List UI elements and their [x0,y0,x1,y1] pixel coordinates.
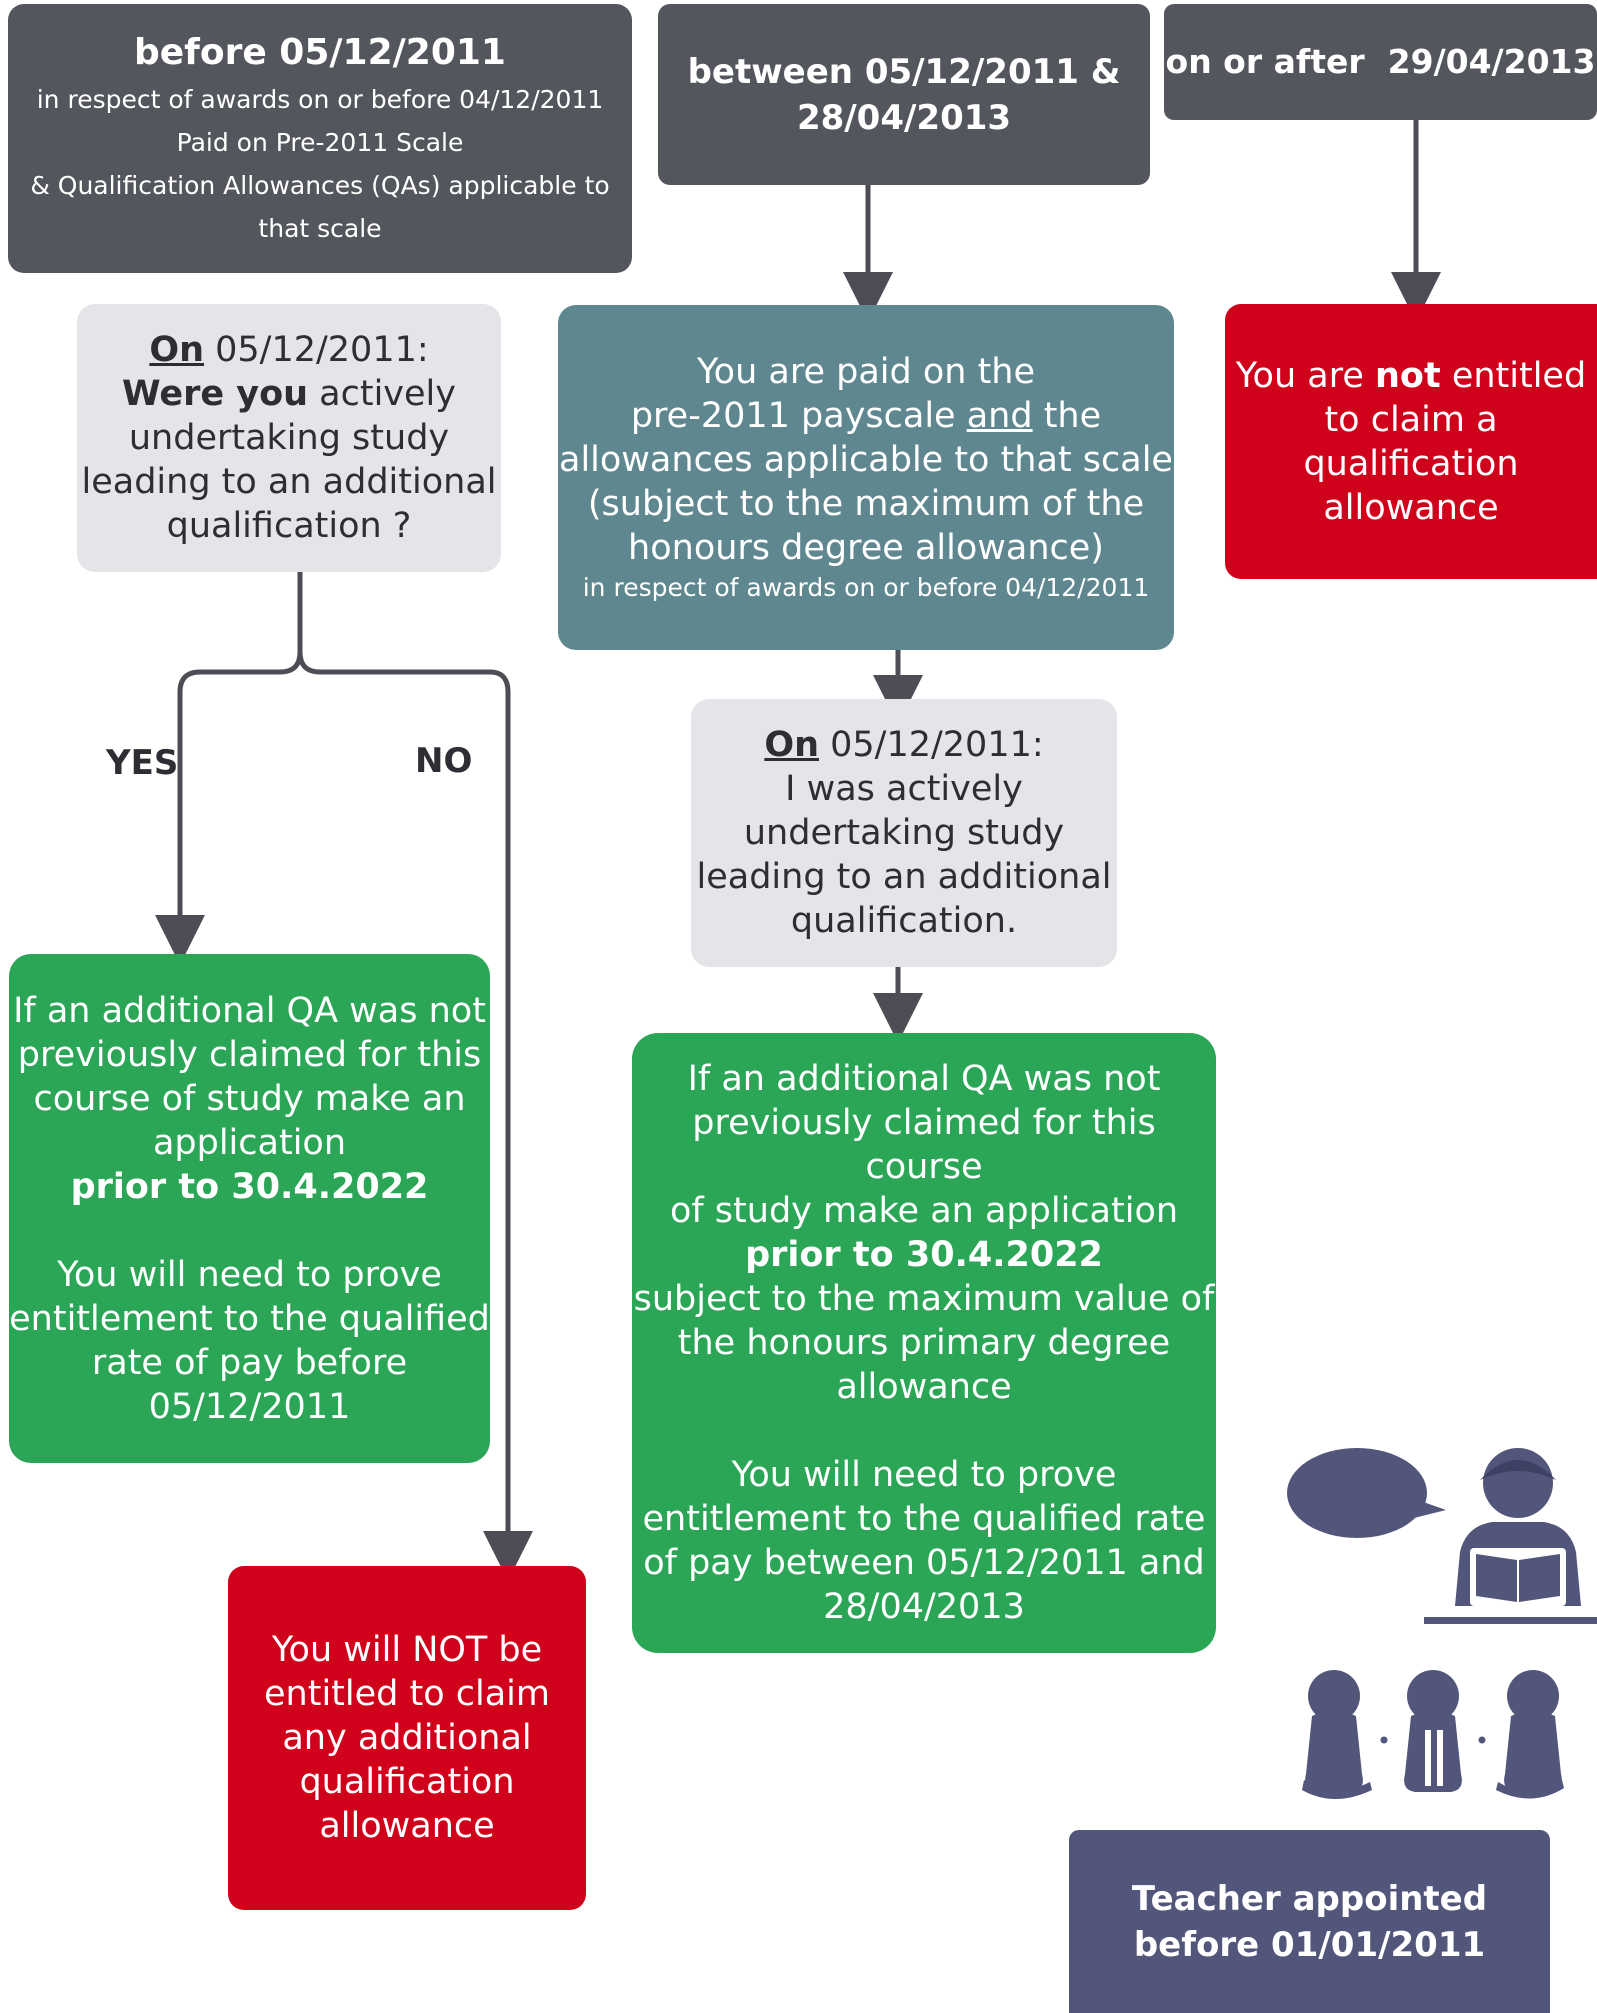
not-entitled-line4: allowance [1323,487,1499,528]
seated-child-icon [1496,1670,1564,1799]
statement-between-on: On [764,725,819,765]
question-before-actively: actively [308,374,456,414]
statement-between: On 05/12/2011: I was actively undertakin… [691,699,1117,967]
between-result-line6: the honours primary degree [677,1323,1171,1363]
no-result-line4: qualification [299,1762,515,1802]
between-result-line11: 28/04/2013 [823,1587,1025,1627]
between-result-line4: prior to 30.4.2022 [745,1235,1103,1275]
no-result-box: You will NOT be entitled to claim any ad… [228,1566,586,1910]
question-before-were-you: Were you [121,374,309,414]
header-between-line1: between 05/12/2011 & [687,51,1121,92]
question-before: On 05/12/2011: Were you actively underta… [77,304,501,572]
header-between-line2: 28/04/2013 [796,97,1012,138]
statement-between-line3: undertaking study [743,813,1065,853]
header-after-title: on or after 29/04/2013 [1165,42,1596,81]
seated-child-icon [1302,1670,1372,1799]
yes-result-line2: previously claimed for this [17,1034,482,1075]
paid-line2-b: the [1032,395,1102,436]
branch-yes-label: YES [106,743,179,783]
not-entitled-line3: qualification [1303,443,1519,484]
paid-line2-and: and [966,395,1033,436]
between-result-line5: subject to the maximum value of [633,1279,1215,1319]
statement-between-line5: qualification. [790,901,1018,941]
between-result-line3: of study make an application [669,1191,1179,1231]
header-before: before 05/12/2011 in respect of awards o… [8,4,632,273]
yes-result-line6: You will need to prove [57,1254,442,1295]
yes-result-line4: application [152,1122,347,1163]
connector-question-no [297,651,533,1581]
statement-between-date: 05/12/2011: [819,725,1044,765]
yes-result-line1: If an additional QA was not [13,990,486,1031]
paid-line3: allowances applicable to that scale [559,439,1173,480]
statement-between-line2: I was actively [785,769,1023,809]
header-before-line1: in respect of awards on or before 04/12/… [36,84,604,114]
not-entitled-line1-not: not [1374,355,1441,396]
no-result-line1: You will NOT be [271,1630,543,1670]
header-after: on or after 29/04/2013 [1164,4,1597,120]
question-before-on: On [149,330,204,370]
header-before-line2: Paid on Pre-2011 Scale [176,127,464,157]
not-entitled-box: You are not entitled to claim a qualific… [1225,304,1597,579]
between-result-line7: allowance [836,1367,1012,1407]
no-result-line3: any additional [282,1718,532,1758]
paid-line5: honours degree allowance) [628,527,1104,568]
yes-result-line7: entitlement to the qualified [9,1298,490,1339]
no-result-line5: allowance [319,1806,495,1846]
paid-line2-a: pre-2011 payscale [630,395,967,436]
teacher-reading-icon [1455,1448,1581,1606]
question-before-line4: leading to an additional [81,462,497,502]
paid-on-pre2011-box: You are paid on the pre-2011 payscale an… [558,305,1174,650]
footer-line2: before 01/01/2011 [1133,1924,1486,1965]
yes-result-line3: course of study make an [33,1078,466,1119]
statement-between-line4: leading to an additional [696,857,1112,897]
branch-no-label: NO [415,741,473,781]
yes-result-line5: prior to 30.4.2022 [70,1166,429,1207]
question-before-date: 05/12/2011: [204,330,429,370]
between-result-line9: entitlement to the qualified rate [642,1499,1206,1539]
footer-teacher-appointed: Teacher appointed before 01/01/2011 [1069,1830,1550,2013]
table-edge [1424,1617,1597,1624]
between-result-line8: You will need to prove [731,1455,1117,1495]
header-before-title: before 05/12/2011 [134,31,506,73]
header-before-line3: & Qualification Allowances (QAs) applica… [30,170,610,200]
yes-result-line9: 05/12/2011 [148,1386,351,1427]
not-entitled-line2: to claim a [1324,399,1498,440]
footer-line1: Teacher appointed [1131,1878,1488,1919]
paid-line1: You are paid on the [696,351,1036,392]
between-result-line1: If an additional QA was not [687,1059,1161,1099]
seated-child-icon [1404,1670,1462,1792]
between-result-line2: previously claimed for this course [692,1103,1156,1187]
paid-line6: in respect of awards on or before 04/12/… [582,572,1150,602]
header-before-line4: that scale [258,213,382,243]
question-before-line3: undertaking study [128,418,450,458]
not-entitled-line1-b: entitled [1440,355,1587,396]
yes-result-box: If an additional QA was not previously c… [9,954,490,1463]
yes-result-line8: rate of pay before [91,1342,408,1383]
question-before-line5: qualification ? [166,506,412,546]
header-between: between 05/12/2011 & 28/04/2013 [658,4,1150,185]
between-result-box: If an additional QA was not previously c… [632,1033,1216,1653]
not-entitled-line1-a: You are [1235,355,1375,396]
paid-line4: (subject to the maximum of the [587,483,1145,524]
between-result-line10: of pay between 05/12/2011 and [643,1543,1205,1583]
speech-bubble-icon [1287,1448,1446,1538]
no-result-line2: entitled to claim [264,1674,550,1714]
